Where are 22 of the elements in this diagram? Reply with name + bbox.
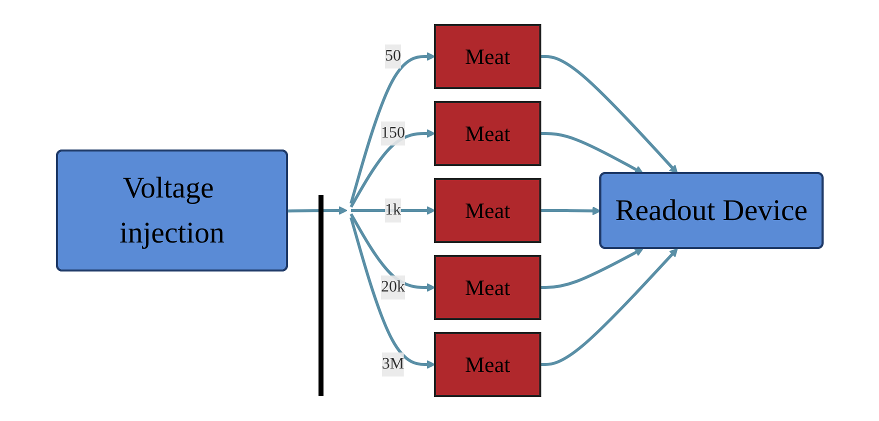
arrow [349, 52, 436, 204]
arrow [349, 129, 436, 208]
arrow [540, 132, 644, 174]
node-box: Meat [434, 101, 541, 166]
edge-label: 3M [382, 356, 404, 372]
arrow [349, 217, 436, 369]
arrow [349, 213, 436, 292]
arrow [540, 248, 678, 366]
node-box: Meat [434, 178, 541, 243]
node-box: Meat [434, 255, 541, 320]
edge-label: 20k [380, 278, 405, 296]
node-bar [318, 195, 324, 396]
arrow [540, 206, 601, 216]
node-box: Meat [434, 332, 541, 397]
edge-label: 50 [384, 48, 401, 64]
edge-label: 150 [380, 124, 405, 142]
arrow [540, 55, 678, 174]
node-box: Meat [434, 24, 541, 89]
arrow [287, 206, 348, 215]
edge-label: 1k [384, 202, 401, 218]
arrow [540, 248, 644, 289]
arrow [350, 206, 436, 215]
